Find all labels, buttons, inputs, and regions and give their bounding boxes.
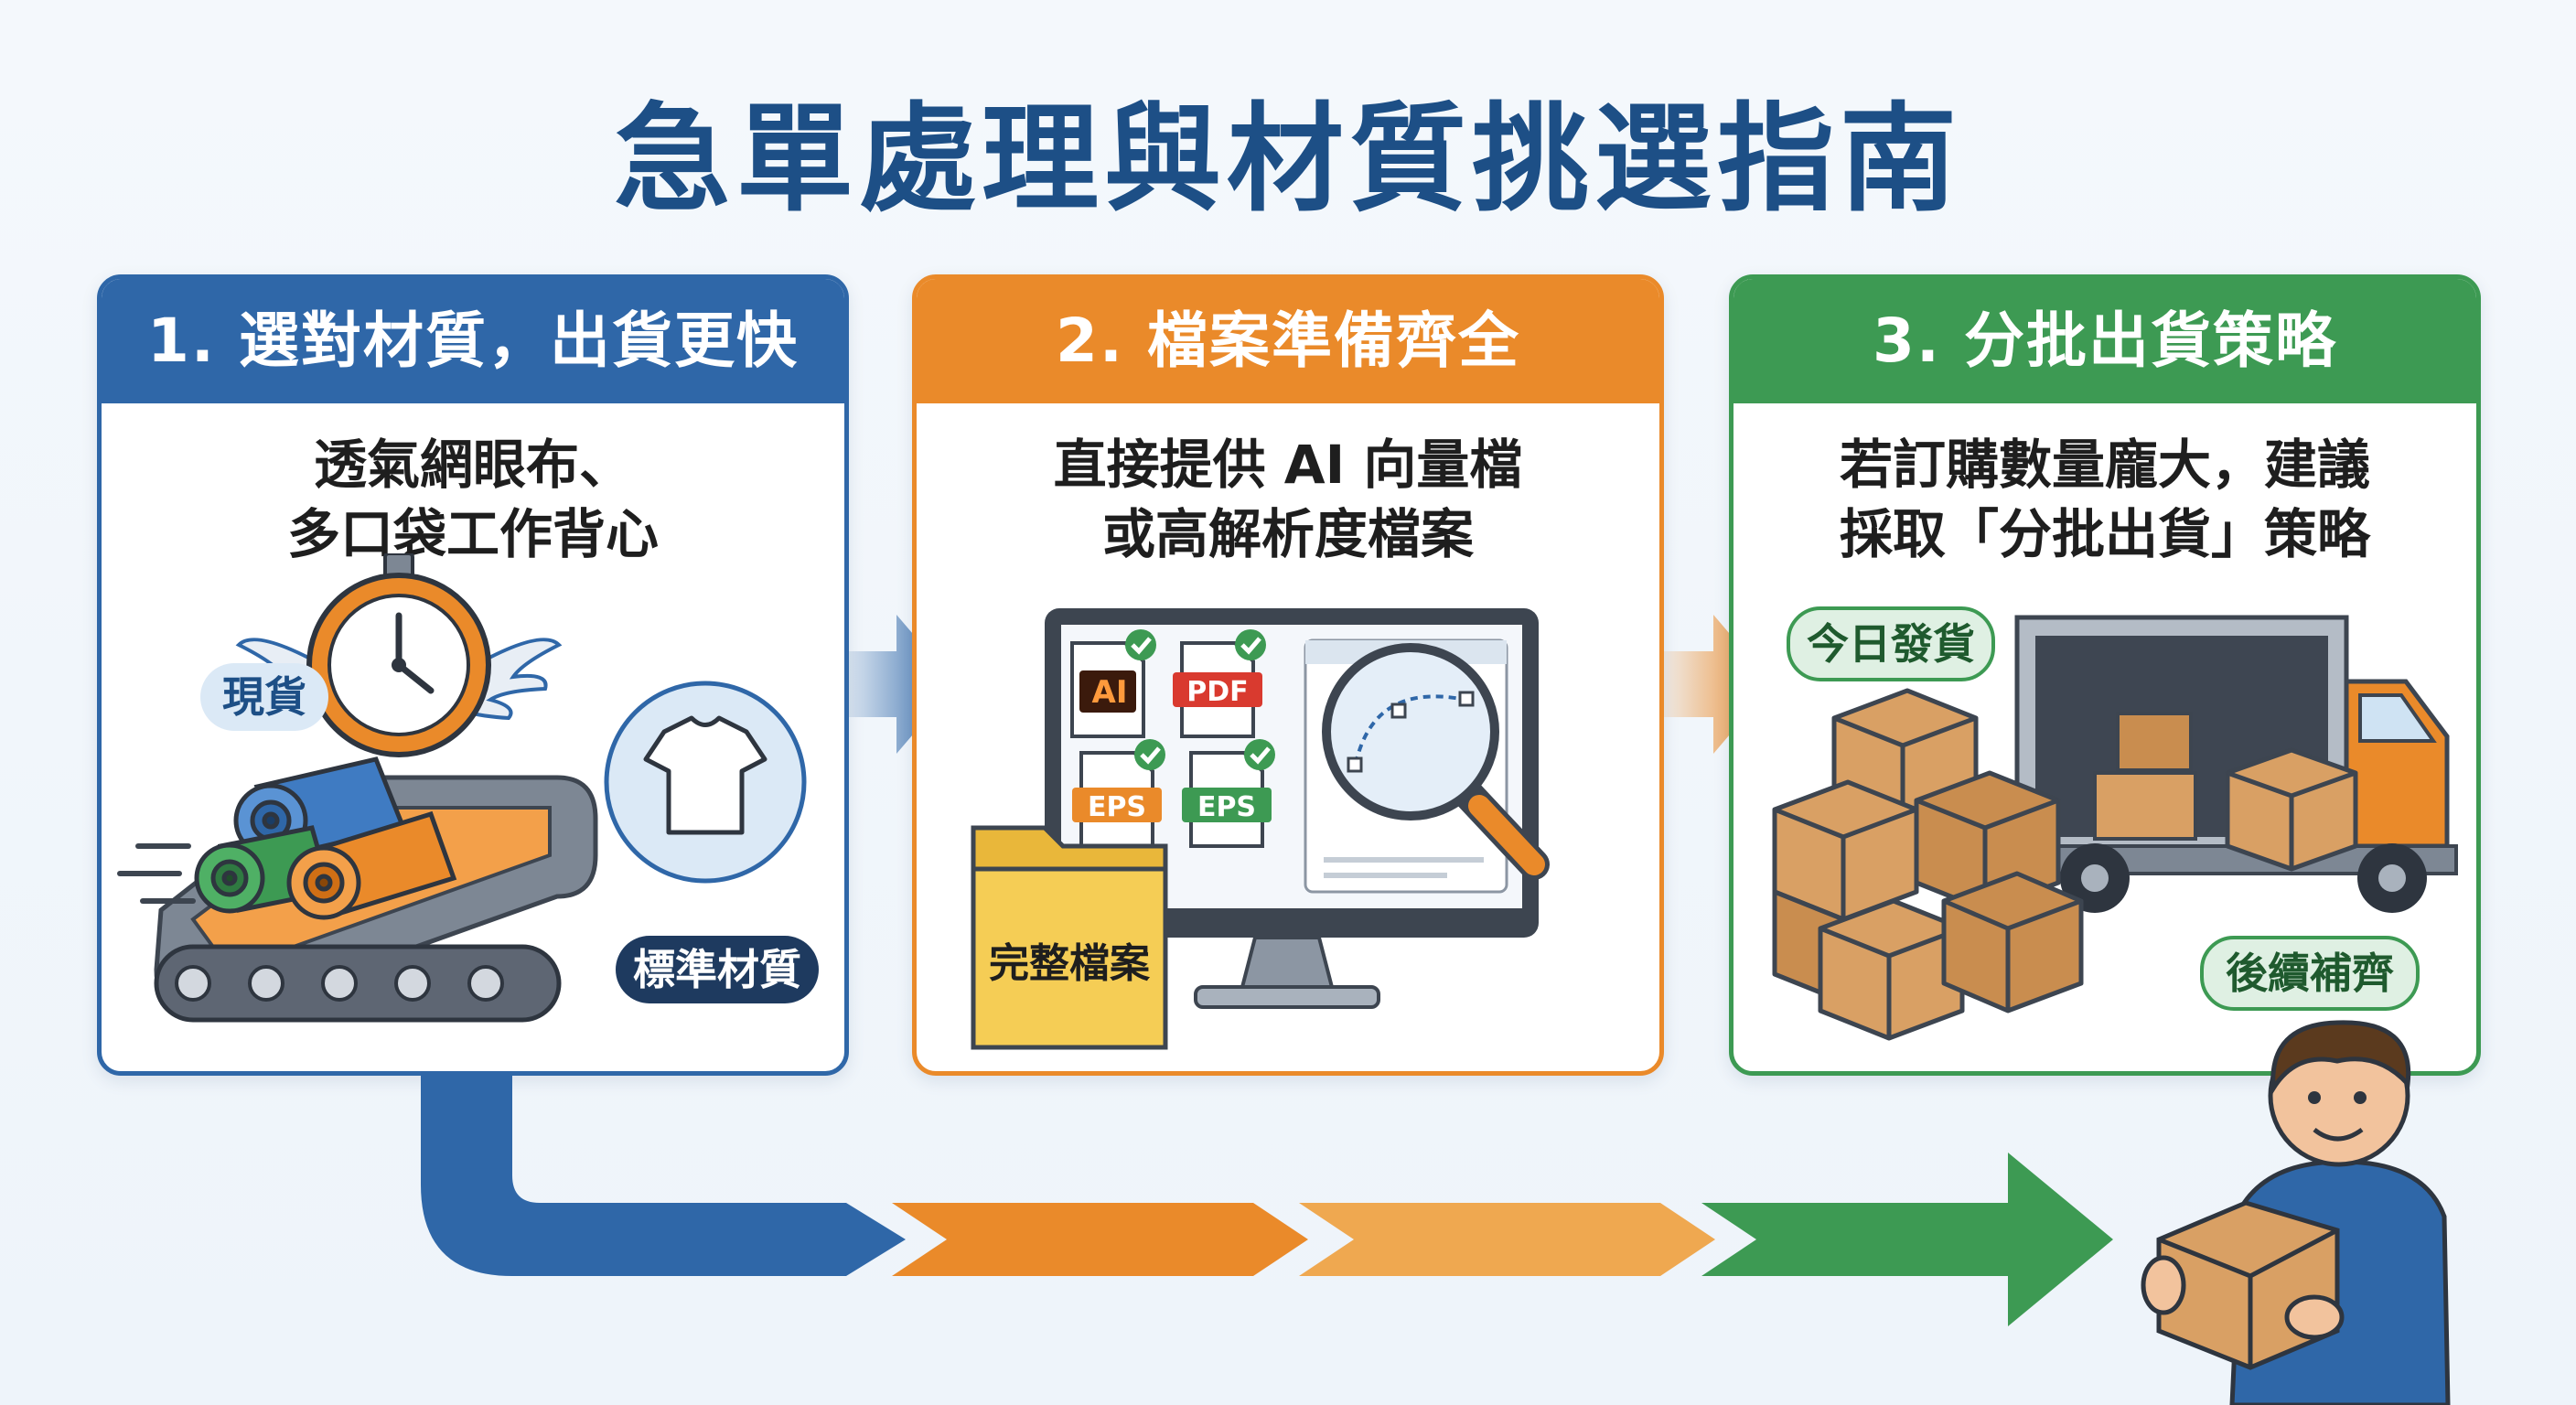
ship-today-label: 今日發貨 bbox=[1787, 606, 1995, 681]
file-type-eps-1-label: EPS bbox=[1087, 791, 1147, 823]
step-card-2: 2. 檔案準備齊全 直接提供 AI 向量檔 或高解析度檔案 bbox=[912, 274, 1664, 1076]
magnifier-icon bbox=[1322, 643, 1550, 880]
orange-flow-segment-1 bbox=[892, 1203, 1308, 1276]
step-2-desc-line-1: 直接提供 AI 向量檔 bbox=[1053, 434, 1523, 496]
step-3-heading: 3. 分批出貨策略 bbox=[1733, 279, 2476, 403]
standard-material-label: 標準材質 bbox=[616, 936, 819, 1003]
step-2-description: 直接提供 AI 向量檔 或高解析度檔案 bbox=[917, 430, 1659, 569]
step-3-desc-line-2: 採取「分批出貨」策略 bbox=[1839, 503, 2370, 565]
step-1-description: 透氣網眼布、 多口袋工作背心 bbox=[102, 430, 844, 569]
speed-lines-icon bbox=[117, 843, 196, 904]
step-1-heading: 1. 選對材質，出貨更快 bbox=[102, 279, 844, 403]
file-type-pdf-label: PDF bbox=[1186, 676, 1249, 708]
orange-flow-segment-2 bbox=[1299, 1203, 1715, 1276]
step-1-illustration bbox=[117, 553, 807, 1023]
fabric-rolls-icon bbox=[194, 756, 457, 920]
step-2-desc-line-2: 或高解析度檔案 bbox=[1101, 503, 1474, 565]
step-1-desc-line-2: 多口袋工作背心 bbox=[286, 503, 659, 565]
step-3-desc-line-1: 若訂購數量龐大，建議 bbox=[1839, 434, 2370, 496]
step-3-illustration bbox=[1772, 615, 2458, 1041]
follow-up-label: 後續補齊 bbox=[2200, 936, 2420, 1011]
file-type-ai-label: AI bbox=[1091, 674, 1128, 711]
page-title: 急單處理與材質挑選指南 bbox=[613, 91, 1962, 228]
step-card-3: 3. 分批出貨策略 若訂購數量龐大，建議 採取「分批出貨」策略 bbox=[1729, 274, 2481, 1076]
boxes-icon bbox=[1772, 688, 2358, 1041]
step-card-1: 1. 選對材質，出貨更快 透氣網眼布、 多口袋工作背心 bbox=[97, 274, 849, 1076]
folder-icon bbox=[971, 825, 1168, 1050]
step-2-heading: 2. 檔案準備齊全 bbox=[917, 279, 1659, 403]
complete-files-label: 完整檔案 bbox=[989, 940, 1150, 987]
file-type-eps-2-label: EPS bbox=[1197, 791, 1257, 823]
blue-flow-segment bbox=[421, 1076, 906, 1276]
file-pdf-icon bbox=[1173, 641, 1262, 738]
step-1-desc-line-1: 透氣網眼布、 bbox=[313, 434, 632, 496]
green-flow-arrow-icon bbox=[1701, 1153, 2113, 1326]
file-ai-icon bbox=[1070, 641, 1145, 738]
winged-stopwatch-icon bbox=[235, 553, 563, 757]
step-2-illustration bbox=[971, 608, 1550, 1050]
delivery-truck-icon bbox=[2006, 615, 2458, 913]
file-eps-green-icon bbox=[1182, 751, 1272, 848]
stock-label: 現貨 bbox=[200, 663, 328, 731]
tshirt-icon bbox=[604, 681, 807, 884]
file-eps-orange-icon bbox=[1072, 751, 1162, 848]
step-3-description: 若訂購數量龐大，建議 採取「分批出貨」策略 bbox=[1733, 430, 2476, 569]
check-icon bbox=[1125, 629, 1275, 770]
